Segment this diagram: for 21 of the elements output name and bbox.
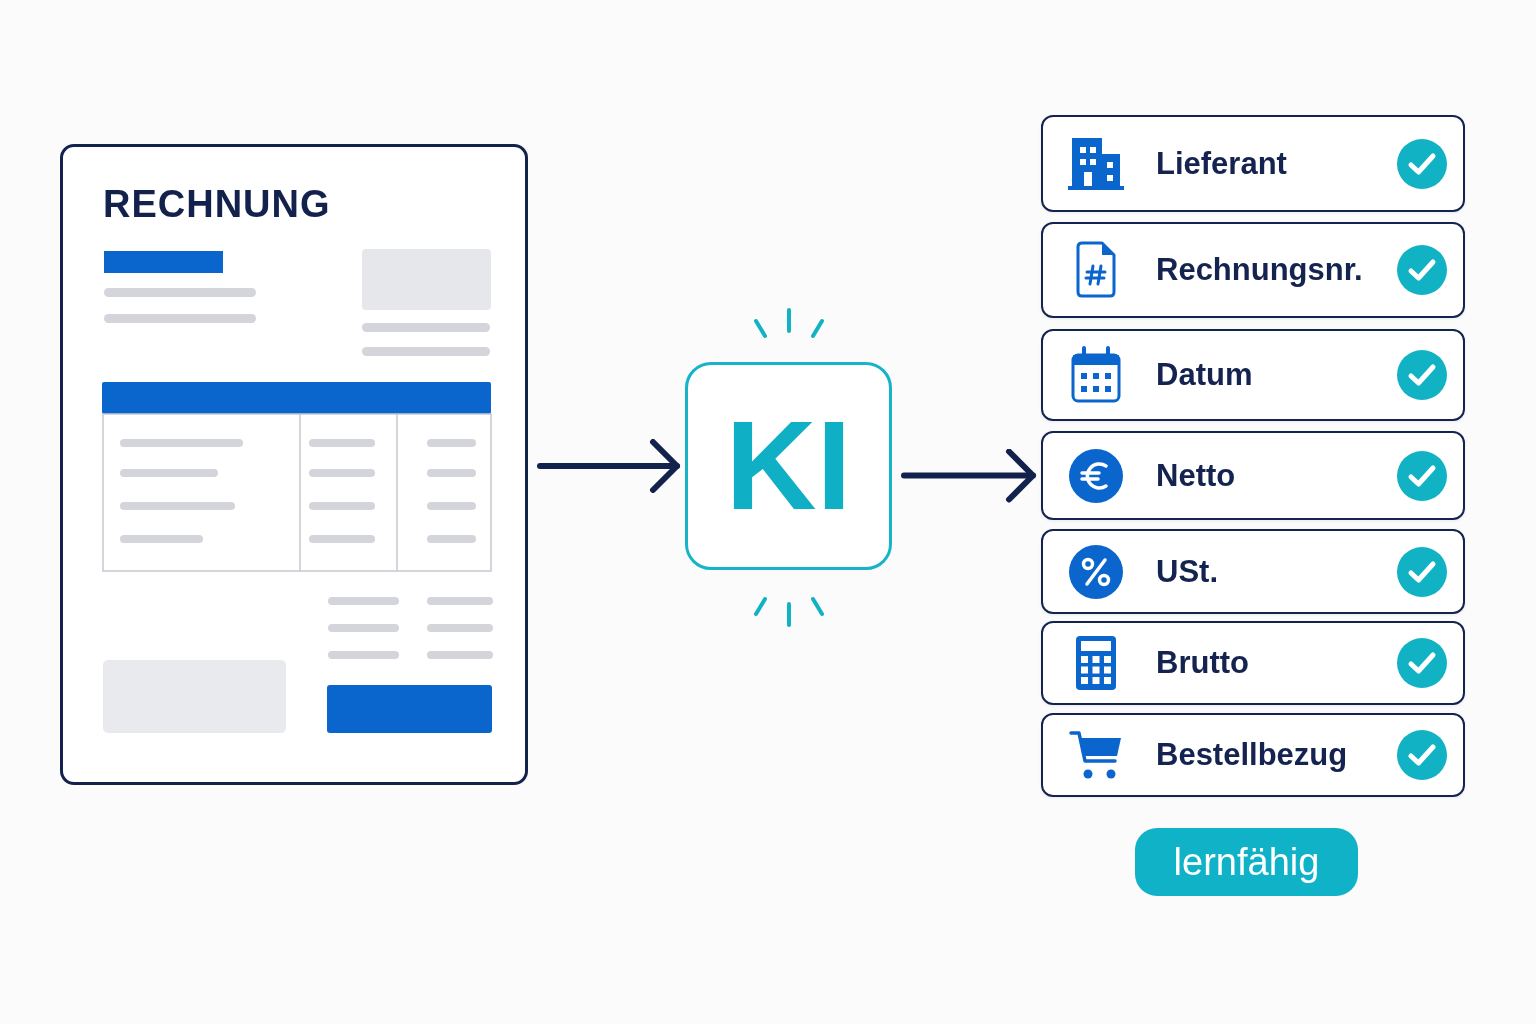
ai-box	[685, 362, 892, 570]
field-card	[1041, 529, 1465, 614]
field-label: Datum	[1156, 357, 1253, 393]
field-label: Lieferant	[1156, 145, 1287, 182]
field-card	[1041, 115, 1465, 212]
field-card	[1041, 329, 1465, 421]
invoice-title: RECHNUNG	[103, 185, 331, 223]
arrow	[901, 448, 1036, 503]
field-card	[1041, 713, 1465, 797]
field-card	[1041, 431, 1465, 520]
field-card	[1041, 621, 1465, 705]
field-card	[1041, 222, 1465, 318]
invoice-document	[60, 144, 528, 785]
field-label: USt.	[1156, 553, 1218, 590]
arrow	[537, 439, 680, 493]
field-label: Brutto	[1156, 645, 1249, 681]
field-label: Netto	[1156, 457, 1236, 494]
feature-badge: lernfähig	[1135, 828, 1358, 896]
field-label: Rechnungsnr.	[1156, 252, 1363, 288]
ai-label: KI	[725, 403, 852, 529]
field-label: Bestellbezug	[1156, 737, 1348, 773]
